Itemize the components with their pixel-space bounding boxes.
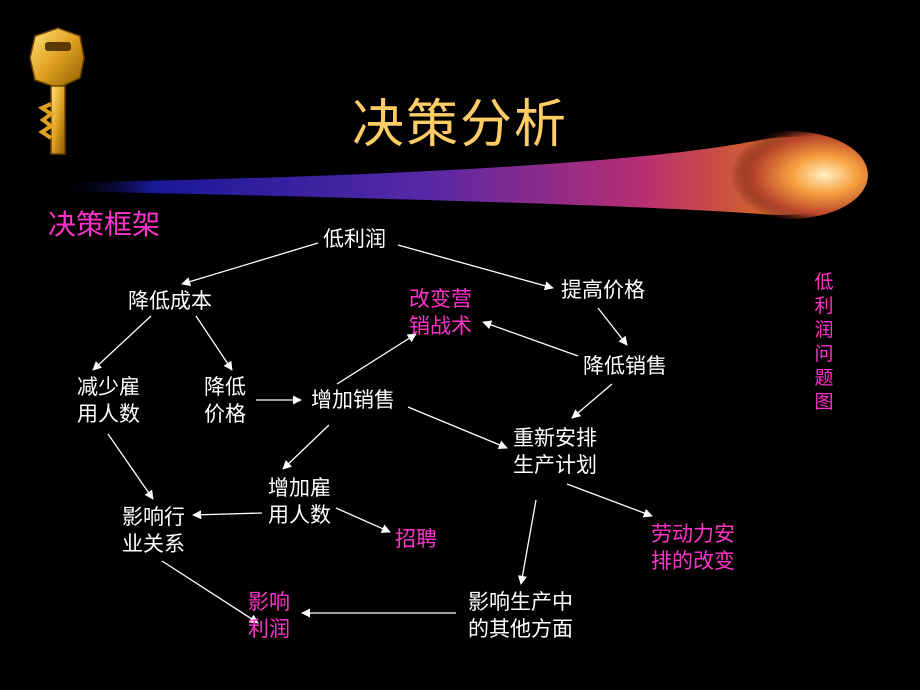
node-increase-hiring: 增加雇用人数 [268,476,331,527]
edge-increase-hiring-to-recruit [335,507,391,533]
slide-title: 决策分析 [351,95,568,155]
edge-reduce-cost-to-reduce-hiring [92,315,152,371]
edge-sales-drop-to-reschedule [571,383,613,419]
node-recruit: 招聘 [395,527,437,551]
node-low-profit: 低利润 [323,227,386,251]
edge-sales-drop-to-change-marketing [482,320,579,357]
diagram-edges [92,242,653,624]
node-increase-sales: 增加销售 [311,388,395,412]
node-other-aspects: 影响生产中的其他方面 [468,590,573,641]
edge-increase-sales-to-increase-hiring [282,424,330,470]
node-sales-drop: 降低销售 [583,354,667,378]
edge-reschedule-to-labor-change [566,483,653,518]
node-raise-price: 提高价格 [561,278,645,302]
edge-industry-relations-to-affect-profit [161,560,259,624]
node-reschedule: 重新安排生产计划 [513,426,597,477]
comet-swoosh [55,131,868,219]
node-lower-price: 降低价格 [204,375,246,426]
key-icon [29,27,85,155]
section-subtitle: 决策框架 [48,208,161,241]
edge-increase-hiring-to-industry-relations [192,510,263,520]
edge-reschedule-to-other-aspects [517,499,537,585]
node-reduce-hiring: 减少雇用人数 [77,375,140,426]
edge-raise-price-to-sales-drop [597,307,628,346]
edge-low-profit-to-raise-price [397,244,554,291]
side-label-vertical: 低利润 问题图 [814,271,834,413]
node-change-marketing: 改变营销战术 [409,287,472,338]
edge-reduce-hiring-to-industry-relations [107,433,154,500]
edge-reduce-cost-to-lower-price [195,315,233,371]
edge-increase-sales-to-reschedule [407,406,508,450]
node-labor-change: 劳动力安排的改变 [651,522,735,573]
node-industry-relations: 影响行业关系 [122,505,185,556]
edge-low-profit-to-reduce-cost [181,242,319,286]
edge-increase-sales-to-change-marketing [336,333,417,385]
node-reduce-cost: 降低成本 [128,289,212,313]
node-affect-profit: 影响利润 [248,590,290,641]
